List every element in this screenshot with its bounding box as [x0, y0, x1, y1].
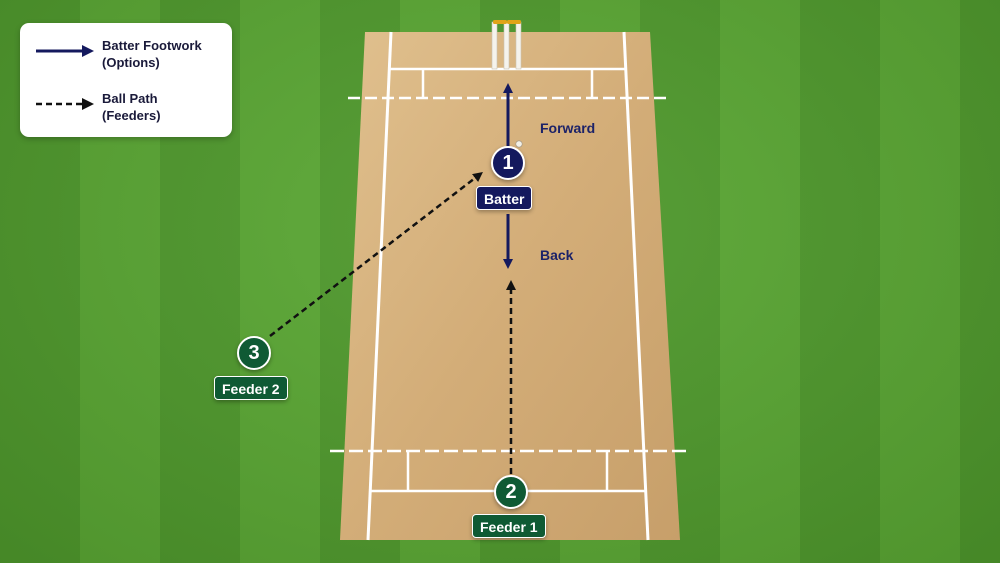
return-crease-left — [366, 31, 393, 541]
feeder1-label: Feeder 1 — [472, 514, 546, 538]
legend-footwork: Batter Footwork (Options) — [20, 37, 232, 77]
legend-ball-path-line1: Ball Path — [102, 91, 158, 106]
ball-icon — [515, 140, 523, 148]
ball-path-feeder2 — [269, 171, 483, 337]
back-label: Back — [540, 247, 574, 263]
return-crease-right — [622, 31, 650, 541]
stumps-icon — [491, 20, 522, 70]
forward-label: Forward — [540, 120, 596, 136]
feeder2-label: Feeder 2 — [214, 376, 288, 400]
batter-marker: 1 — [491, 146, 525, 180]
legend-footwork-line2: (Options) — [102, 55, 160, 70]
legend-ball-path-line2: (Feeders) — [102, 108, 161, 123]
feeder1-marker: 2 — [494, 475, 528, 509]
legend: Batter Footwork (Options) Ball Path (Fee… — [20, 23, 232, 137]
feeder2-marker: 3 — [237, 336, 271, 370]
solid-arrow-icon — [36, 45, 94, 57]
batter-label: Batter — [476, 186, 533, 210]
dashed-arrow-icon — [36, 98, 94, 110]
legend-ball-path: Ball Path (Feeders) — [20, 90, 232, 130]
legend-footwork-line1: Batter Footwork — [102, 38, 202, 53]
